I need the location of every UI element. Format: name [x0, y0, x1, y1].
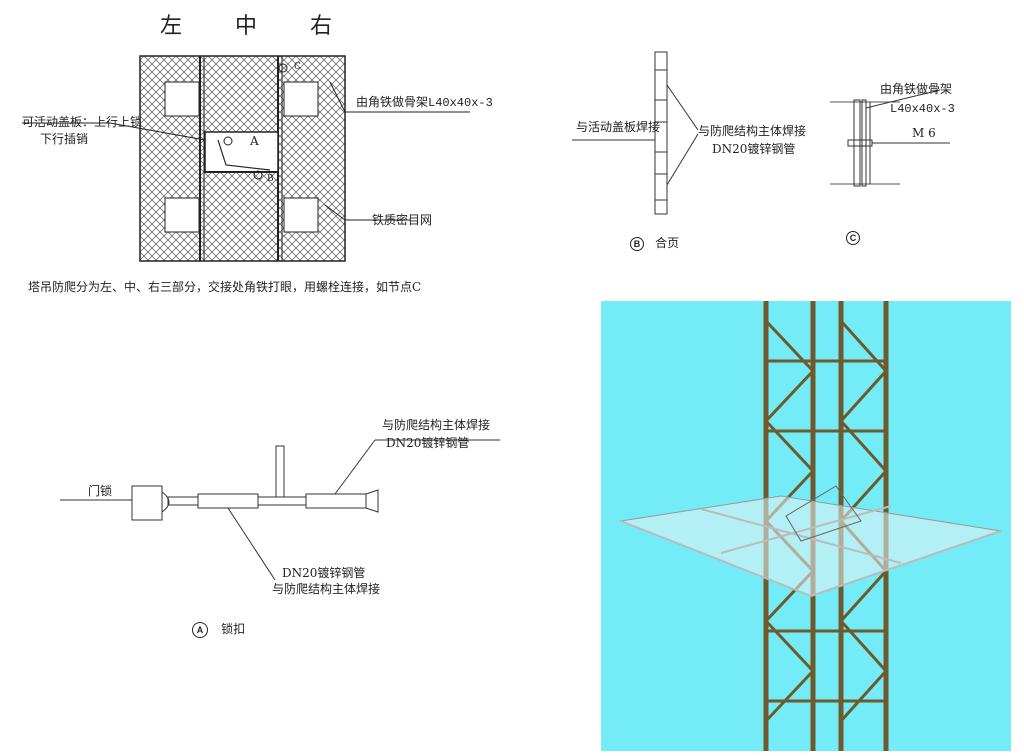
size-label-c: L40x40x-3: [890, 102, 955, 116]
frame-label-c: 由角铁做骨架: [880, 82, 953, 96]
marker-a-circle: A: [192, 622, 208, 638]
hinge-detail: [572, 51, 699, 215]
lock-caption: 锁扣: [221, 622, 246, 636]
bolt-detail: [830, 89, 950, 187]
weld-cover-label: 与活动盖板焊接: [576, 120, 661, 134]
marker-b-circle: B: [630, 237, 644, 251]
pipe-label: DN20镀锌钢管: [712, 142, 796, 156]
mesh-label: 铁质密目网: [372, 213, 433, 227]
part-header: 左 中 右: [160, 8, 374, 40]
frame-label: 由角铁做骨架L40x40x-3: [356, 96, 493, 110]
bolt-label: M 6: [912, 126, 936, 140]
cover-label-line2: 下行插销: [40, 132, 89, 146]
marker-c: C: [294, 62, 301, 72]
weld-bottom-label: 与防爬结构主体焊接: [272, 582, 381, 596]
plan-caption: 塔吊防爬分为左、中、右三部分，交接处角铁打眼，用螺栓连接，如节点C: [28, 280, 422, 294]
header-middle: 中: [235, 14, 262, 39]
marker-a: A: [250, 134, 259, 148]
marker-b: B: [267, 174, 274, 184]
header-left: 左: [160, 14, 187, 39]
marker-c-group: C: [846, 226, 860, 245]
pipe-top-label: DN20镀锌钢管: [386, 436, 470, 450]
weld-main-label: 与防爬结构主体焊接: [698, 124, 807, 138]
pipe-bottom-label: DN20镀锌钢管: [282, 566, 366, 580]
lock-label: 门锁: [88, 484, 113, 498]
weld-top-label: 与防爬结构主体焊接: [382, 418, 491, 432]
movable-cover: [204, 131, 279, 173]
marker-c-circle: C: [846, 231, 860, 245]
hinge-caption-group: B 合页: [630, 232, 679, 251]
hinge-caption: 合页: [655, 236, 680, 250]
lock-detail: [60, 439, 500, 580]
cover-label-line1: 可活动盖板：上行上锁: [22, 115, 143, 129]
lock-caption-group: A 锁扣: [192, 618, 245, 638]
tower-render: [601, 301, 1011, 751]
header-right: 右: [310, 14, 337, 39]
plan-drawing: [22, 55, 470, 262]
